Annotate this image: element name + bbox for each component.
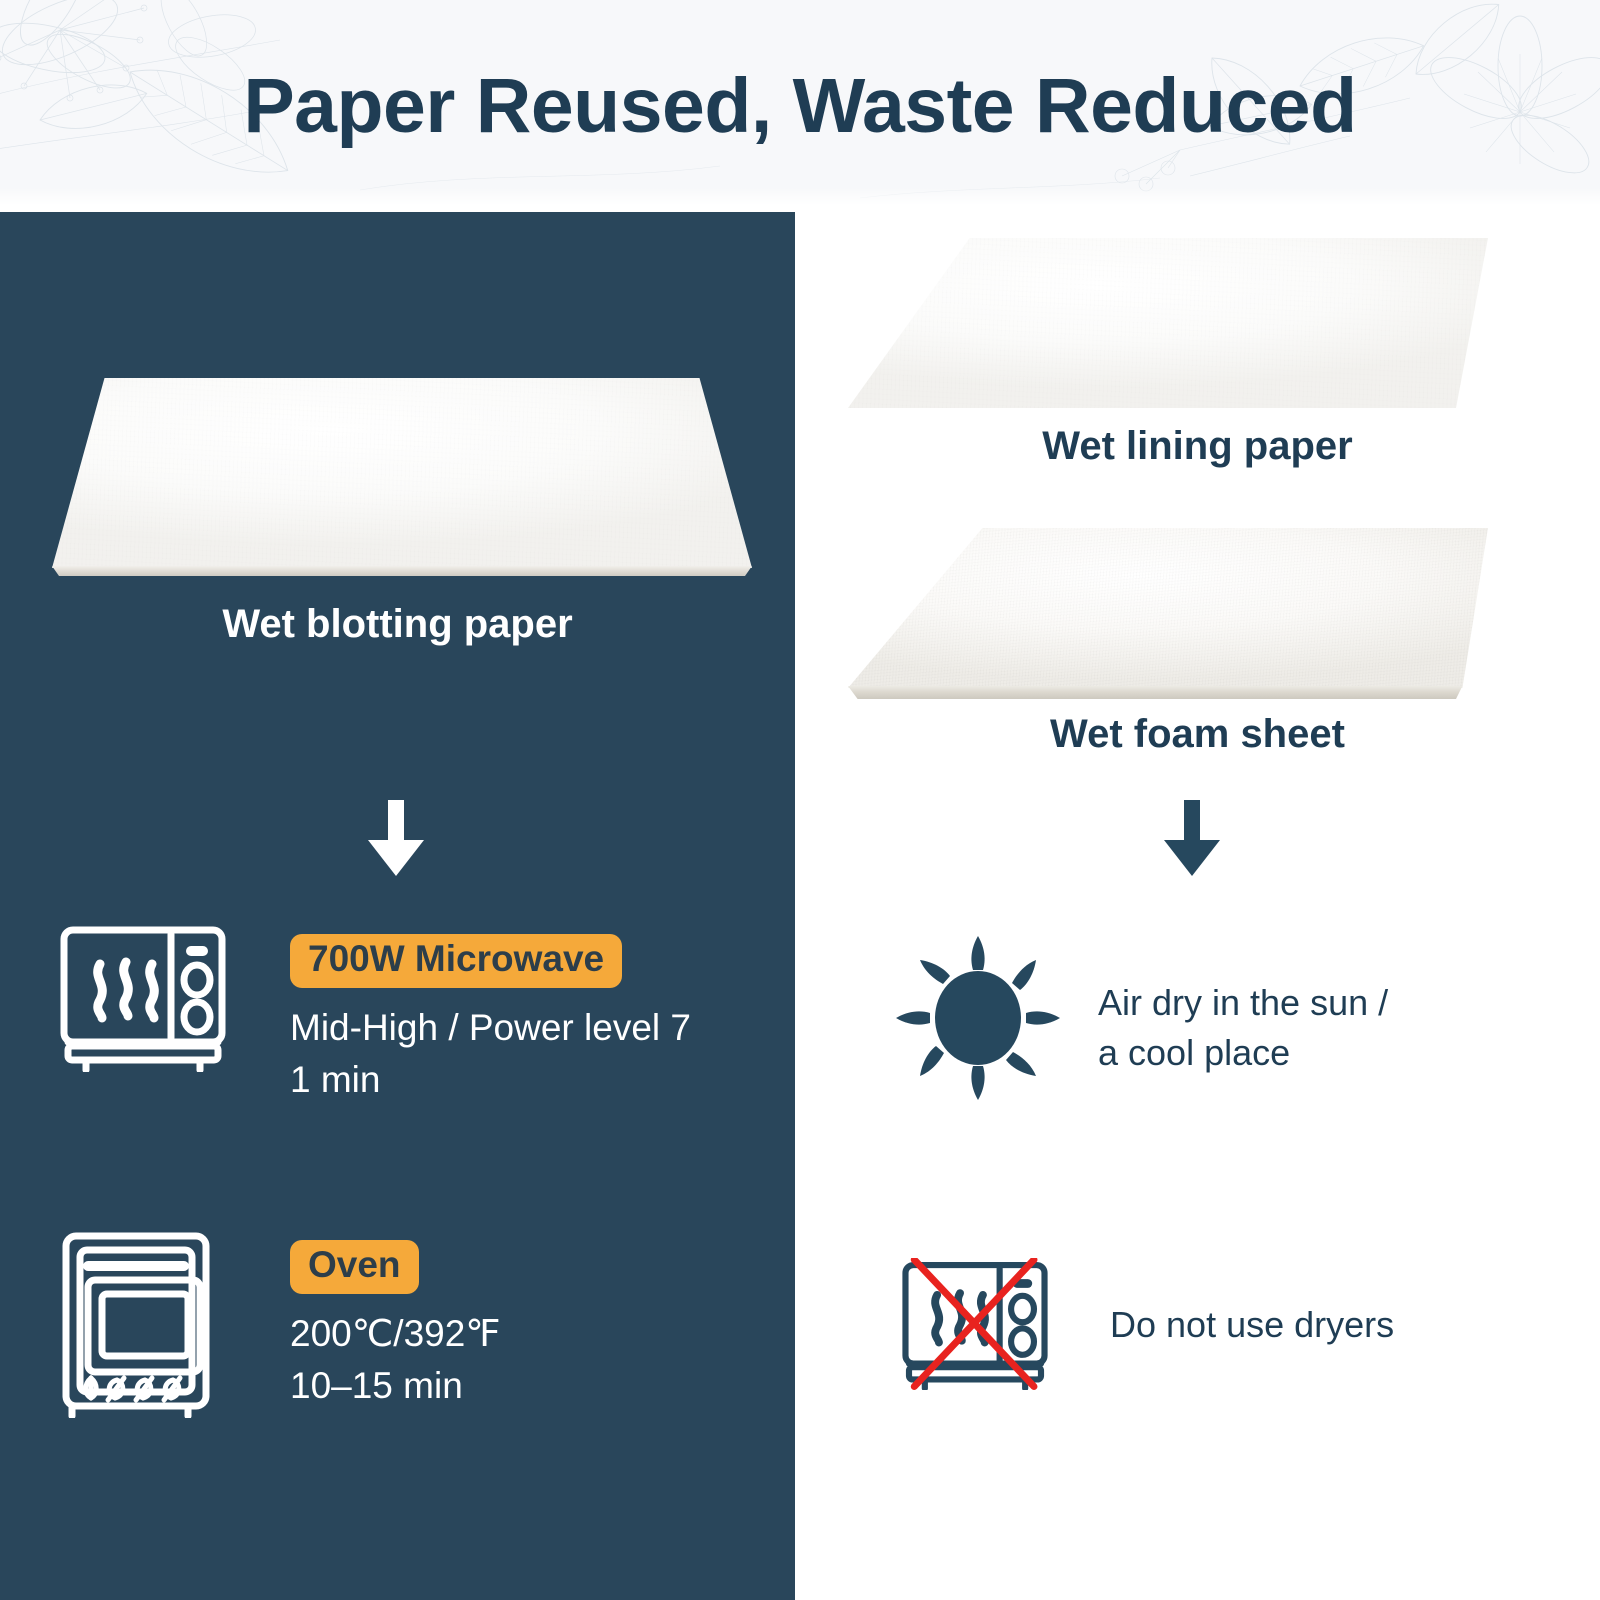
- microwave-instructions: 700W Microwave Mid-High / Power level 7 …: [228, 922, 758, 1107]
- page-title: Paper Reused, Waste Reduced: [243, 62, 1357, 149]
- foam-edge: [848, 686, 1463, 699]
- oven-instructions: Oven 200℃/392℉ 10–15 min: [228, 1228, 758, 1413]
- air-dry-line-2: a cool place: [1098, 1032, 1291, 1074]
- air-dry-instructions: Air dry in the sun / a cool place: [1068, 928, 1568, 1079]
- paper-grain: [52, 378, 752, 568]
- air-dry-line-1: Air dry in the sun /: [1098, 982, 1389, 1023]
- paper-edge: [52, 566, 752, 576]
- caption-wet-lining-paper: Wet lining paper: [1042, 424, 1353, 468]
- oven-detail-line-1: 200℃/392℉: [290, 1312, 501, 1354]
- badge-microwave: 700W Microwave: [290, 934, 623, 988]
- caption-wet-foam-sheet: Wet foam sheet: [1050, 712, 1345, 756]
- wet-lining-paper-image: [848, 238, 1488, 408]
- sun-icon: [888, 928, 1068, 1113]
- no-dryer-line-1: Do not use dryers: [1110, 1304, 1395, 1345]
- down-arrow-icon-left: [368, 800, 424, 876]
- caption-wet-blotting-paper: Wet blotting paper: [222, 602, 573, 646]
- wet-blotting-paper-image: [52, 378, 752, 576]
- badge-oven: Oven: [290, 1240, 419, 1294]
- no-dryer-icon: [900, 1256, 1050, 1395]
- step-oven: Oven 200℃/392℉ 10–15 min: [58, 1228, 758, 1423]
- oven-icon: [58, 1228, 228, 1423]
- no-dryer-instructions: Do not use dryers: [1050, 1258, 1580, 1350]
- oven-detail-line-2: 10–15 min: [290, 1365, 463, 1407]
- paper-grain: [848, 238, 1488, 408]
- paper-face: [848, 238, 1488, 408]
- wet-foam-sheet-image: [848, 528, 1488, 699]
- microwave-detail-line-2: 1 min: [290, 1059, 381, 1101]
- microwave-detail-line-1: Mid-High / Power level 7: [290, 1006, 691, 1048]
- botanical-watermark-background: [0, 0, 1600, 212]
- paper-face: [52, 378, 752, 568]
- page-header: Paper Reused, Waste Reduced: [0, 0, 1600, 212]
- step-air-dry: Air dry in the sun / a cool place: [888, 928, 1568, 1113]
- microwave-icon: [58, 922, 228, 1077]
- foam-grain: [848, 528, 1488, 688]
- step-no-dryer: Do not use dryers: [900, 1256, 1580, 1395]
- step-microwave: 700W Microwave Mid-High / Power level 7 …: [58, 922, 758, 1107]
- header-bottom-fade: [0, 186, 1600, 212]
- down-arrow-icon-right: [1164, 800, 1220, 876]
- red-cross-overlay: [910, 1256, 1038, 1390]
